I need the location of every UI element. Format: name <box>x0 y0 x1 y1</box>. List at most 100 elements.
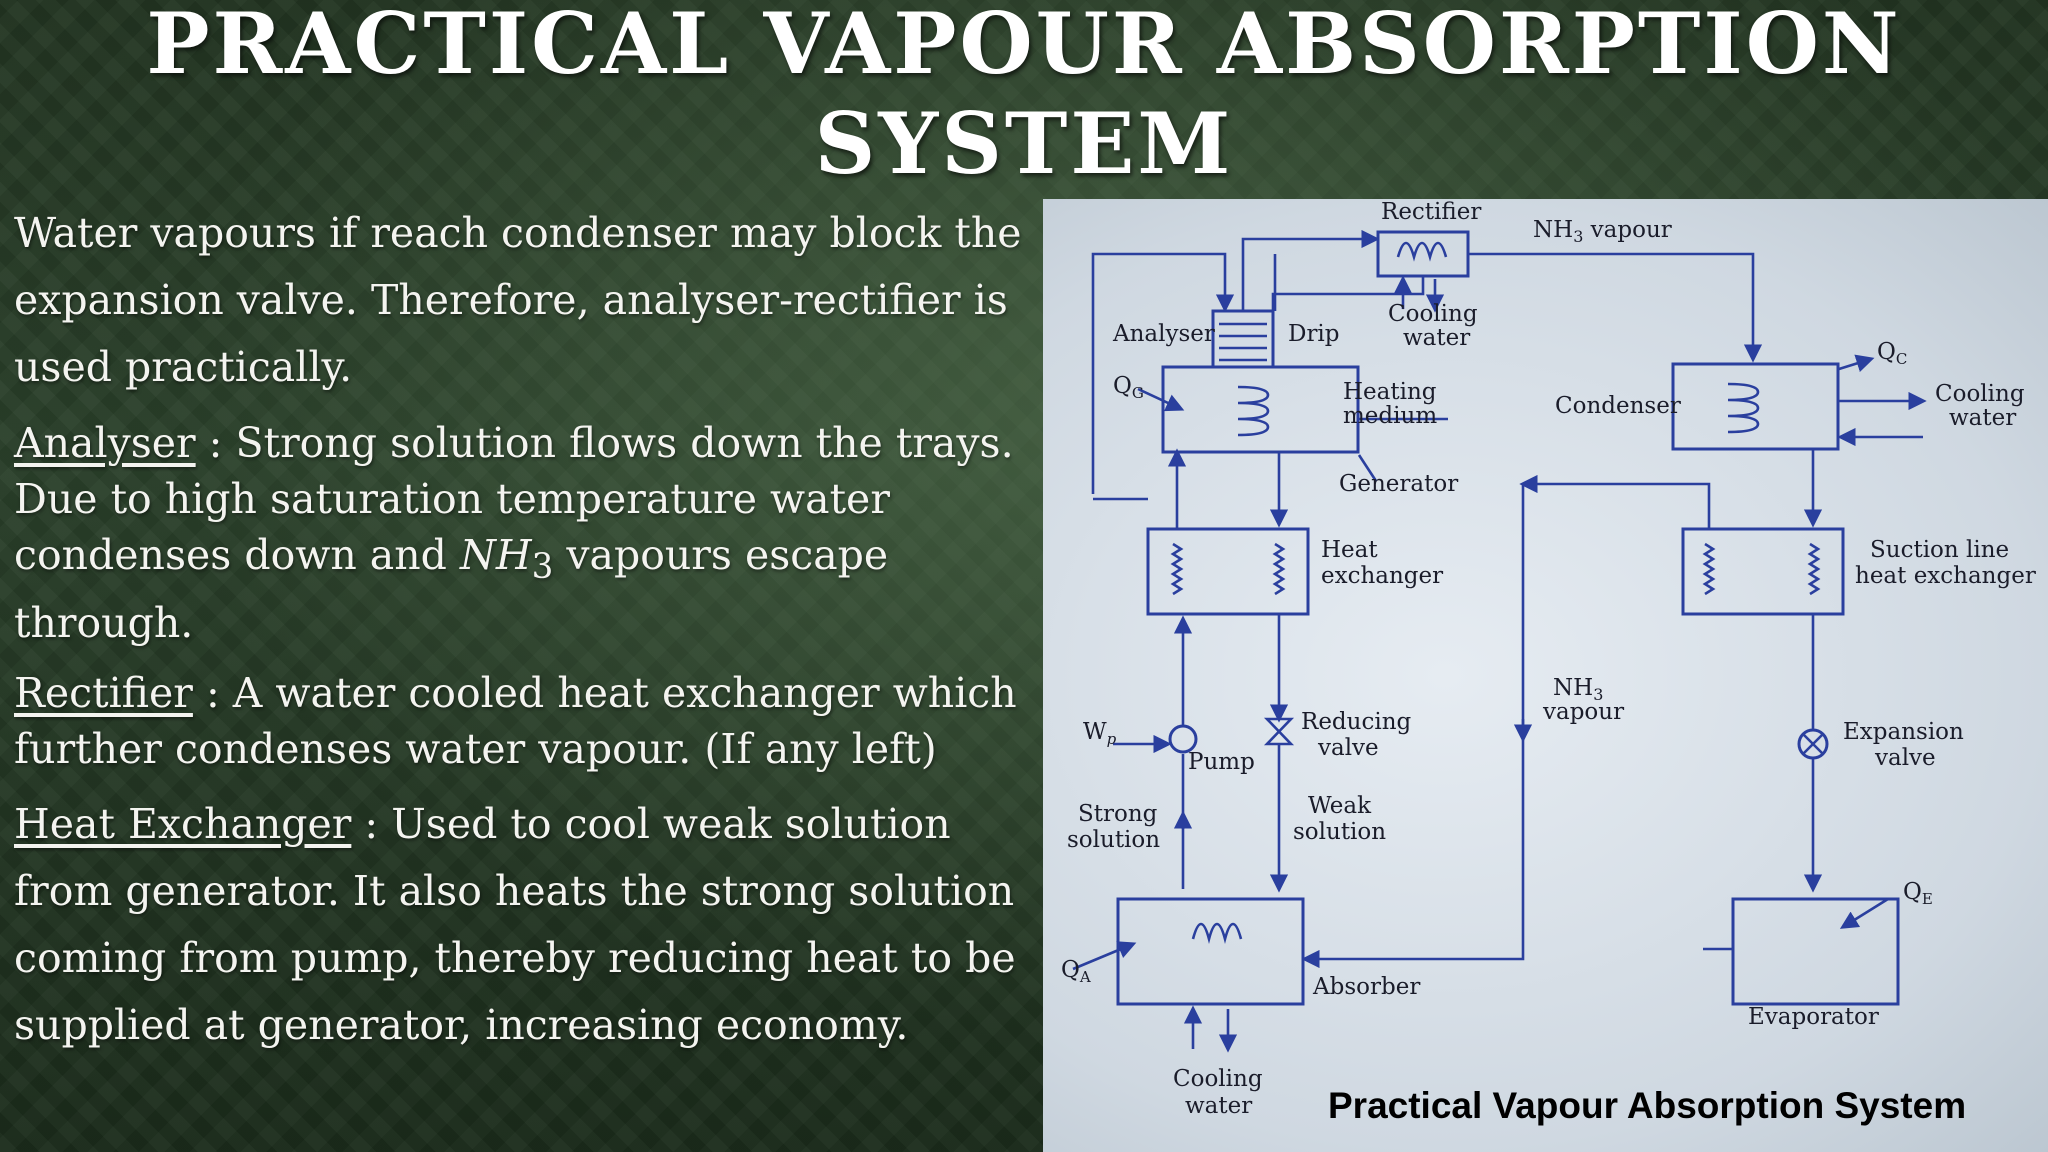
strong-solution-feed-line <box>1091 252 1235 494</box>
rectifier-desc: : A water cooled heat exchanger which fu… <box>14 669 1017 774</box>
rectifier-drip-line <box>1271 276 1425 311</box>
label-qc: QC <box>1877 339 1907 368</box>
qc-arrow <box>1838 354 1875 373</box>
diagram-caption: Practical Vapour Absorption System <box>1328 1085 1966 1126</box>
rectifier-paragraph: Rectifier : A water cooled heat exchange… <box>14 665 1034 777</box>
heat-exchanger-paragraph: Heat Exchanger : Used to cool weak solut… <box>14 791 1034 1059</box>
label-rectifier: Rectifier <box>1381 199 1481 225</box>
label-qa-sub: A <box>1079 968 1091 986</box>
label-condenser: Condenser <box>1555 393 1681 419</box>
label-nh3-top-rest: vapour <box>1583 217 1671 243</box>
label-heating-2: medium <box>1343 403 1437 429</box>
generator-box <box>1161 365 1360 454</box>
analyser-paragraph: Analyser : Strong solution flows down th… <box>14 415 1034 651</box>
diagram-panel: Rectifier NH3 vapour Analyser Drip Cooli… <box>1043 199 2048 1152</box>
heat-exchanger-box <box>1146 527 1310 616</box>
label-nh3-top-sub: 3 <box>1573 227 1583 246</box>
suction-coil-left <box>1702 542 1716 596</box>
analyser-desc-a: : Strong solution flows down the trays. … <box>14 419 1014 579</box>
hx-coil-right <box>1272 542 1286 596</box>
analyser-nh-sub: 3 <box>531 547 554 588</box>
label-wp: Wp <box>1083 719 1117 748</box>
hx-coil-left <box>1170 542 1184 596</box>
label-cooling-abs-1: Cooling <box>1173 1066 1263 1092</box>
qa-arrow <box>1072 941 1137 971</box>
condenser-coil <box>1727 382 1760 434</box>
label-nh3-mid-2: vapour <box>1542 699 1624 725</box>
label-hx-1: Heat <box>1321 537 1378 563</box>
label-qe: QE <box>1903 879 1933 908</box>
label-cooling-rect-2: water <box>1403 325 1470 351</box>
label-strong-1: Strong <box>1078 801 1158 827</box>
analyser-desc-b: vapours escape through. <box>14 531 889 648</box>
label-reducing-1: Reducing <box>1301 709 1412 735</box>
label-hx-2: exchanger <box>1321 563 1443 589</box>
label-suction-1: Suction line <box>1870 537 2009 563</box>
label-drip: Drip <box>1288 321 1340 347</box>
label-qc-sub: C <box>1896 350 1907 368</box>
intro-paragraph: Water vapours if reach condenser may blo… <box>14 209 1022 391</box>
label-cooling-abs-2: water <box>1185 1093 1252 1119</box>
heat-exchanger-desc: : Used to cool weak solution from genera… <box>14 800 1016 1050</box>
heat-exchanger-term: Heat Exchanger <box>14 800 352 849</box>
label-nh3-mid-nh: NH <box>1553 675 1593 701</box>
label-cooling-rect-1: Cooling <box>1388 301 1478 327</box>
label-qg-sub: G <box>1132 384 1144 402</box>
reducing-valve-symbol <box>1263 717 1295 746</box>
label-pump: Pump <box>1188 749 1255 775</box>
slide-title: PRACTICAL VAPOUR ABSORPTION SYSTEM <box>0 0 2048 194</box>
evaporator-box <box>1731 897 1900 1006</box>
suction-to-nh3-line <box>1519 474 1711 529</box>
label-strong-2: solution <box>1067 827 1160 853</box>
label-wp-w: W <box>1083 719 1107 745</box>
label-qa-q: Q <box>1061 957 1080 983</box>
label-qc-q: Q <box>1877 339 1896 365</box>
label-qg: QG <box>1113 373 1144 402</box>
absorption-system-diagram: Rectifier NH3 vapour Analyser Drip Cooli… <box>1061 199 2036 1126</box>
label-cooling-cond-2: water <box>1949 405 2016 431</box>
suction-coil-right <box>1807 542 1821 596</box>
nh3-to-condenser-line <box>1468 252 1763 363</box>
expansion-valve-cross-2 <box>1802 733 1824 755</box>
label-reducing-2: valve <box>1317 735 1379 761</box>
condenser-box <box>1671 362 1840 451</box>
rectifier-box <box>1376 230 1470 278</box>
rectifier-coil <box>1396 241 1448 262</box>
analyser-to-rectifier-line <box>1241 229 1380 311</box>
label-heating-1: Heating <box>1343 379 1437 405</box>
absorber-box <box>1116 897 1305 1006</box>
label-expansion-1: Expansion <box>1843 719 1964 745</box>
suction-hx-box <box>1681 527 1845 616</box>
label-qe-q: Q <box>1903 879 1922 905</box>
label-nh3-top-nh: NH <box>1533 217 1573 243</box>
label-weak-2: solution <box>1293 819 1386 845</box>
label-weak-1: Weak <box>1308 793 1372 819</box>
label-qe-sub: E <box>1922 890 1933 908</box>
analyser-box <box>1211 309 1275 369</box>
explanation-text: Water vapours if reach condenser may blo… <box>14 200 1034 1073</box>
analyser-term: Analyser <box>14 419 196 467</box>
generator-leader <box>1357 454 1378 482</box>
label-nh3-mid-sub: 3 <box>1593 685 1603 704</box>
generator-coil <box>1237 385 1270 437</box>
qe-arrow <box>1839 897 1889 929</box>
label-qg-q: Q <box>1113 373 1132 399</box>
label-nh3-vapour-mid: NH3 <box>1553 675 1603 704</box>
slide-title-line2: SYSTEM <box>814 94 1234 193</box>
label-qa: QA <box>1061 957 1091 986</box>
absorber-coil <box>1191 922 1243 945</box>
label-cooling-cond-1: Cooling <box>1935 381 2025 407</box>
qg-arrow <box>1137 387 1185 412</box>
analyser-nh: NH <box>459 531 532 579</box>
label-expansion-2: valve <box>1874 745 1936 771</box>
label-evaporator: Evaporator <box>1748 1004 1879 1030</box>
label-suction-2: heat exchanger <box>1855 563 2036 589</box>
label-generator: Generator <box>1339 471 1458 497</box>
rectifier-term: Rectifier <box>14 669 193 718</box>
label-nh3-vapour-top: NH3 vapour <box>1533 217 1672 246</box>
label-wp-sub: p <box>1107 730 1117 748</box>
nh3-vapour-to-absorber-line <box>1301 484 1525 969</box>
slide-title-line1: PRACTICAL VAPOUR ABSORPTION <box>146 0 1902 93</box>
label-absorber: Absorber <box>1312 974 1420 1000</box>
label-analyser: Analyser <box>1112 321 1215 347</box>
